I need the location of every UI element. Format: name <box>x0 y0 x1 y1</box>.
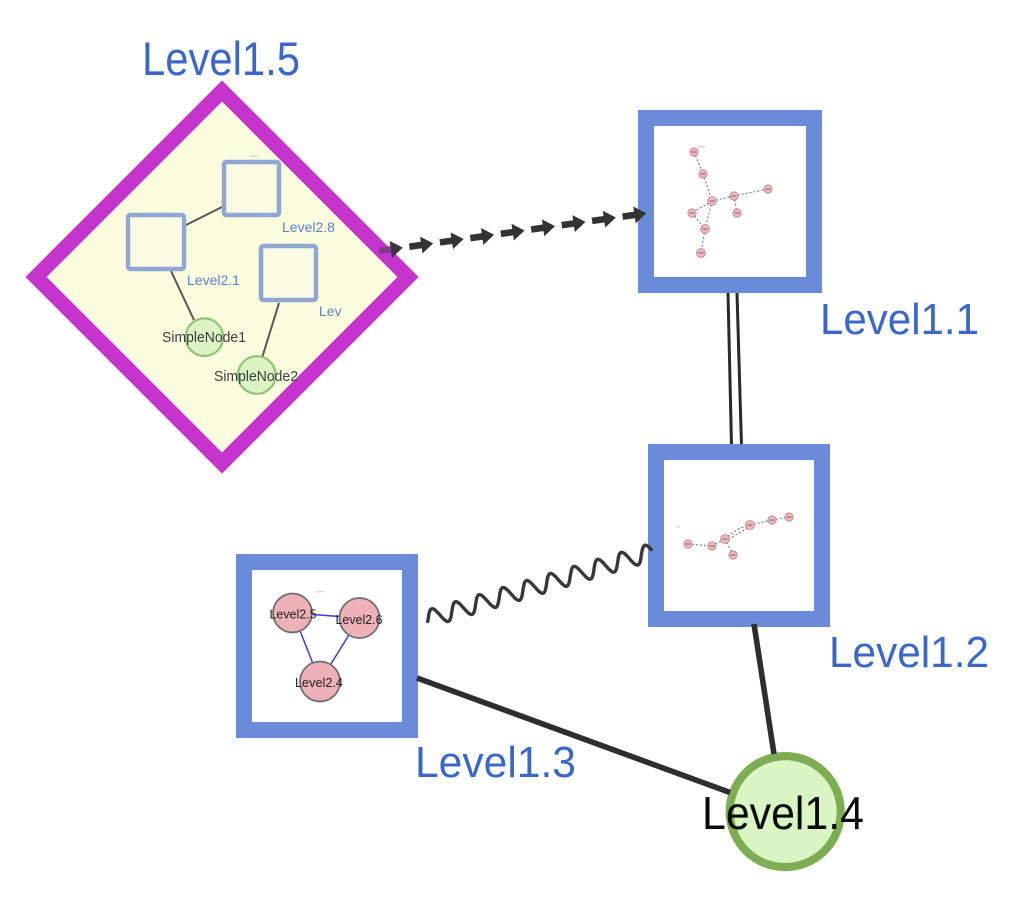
svg-text:Level2.4: Level2.4 <box>295 675 343 690</box>
svg-text:Lev: Lev <box>319 303 342 319</box>
svg-text:SimpleNode1: SimpleNode1 <box>162 329 246 346</box>
svg-text:Level1.4: Level1.4 <box>702 787 864 839</box>
svg-text:Level1.5: Level1.5 <box>142 32 300 85</box>
svg-text:Level1.1: Level1.1 <box>820 295 979 344</box>
svg-text:SimpleNode2: SimpleNode2 <box>214 368 298 385</box>
svg-text:Level1.3: Level1.3 <box>415 738 576 787</box>
svg-text:Level2.6: Level2.6 <box>336 612 383 627</box>
svg-text:Level1.2: Level1.2 <box>829 628 989 677</box>
svg-text:Level2.5: Level2.5 <box>270 607 317 622</box>
svg-text:Level2.8: Level2.8 <box>282 219 335 235</box>
svg-text:Level2.1: Level2.1 <box>187 272 240 288</box>
